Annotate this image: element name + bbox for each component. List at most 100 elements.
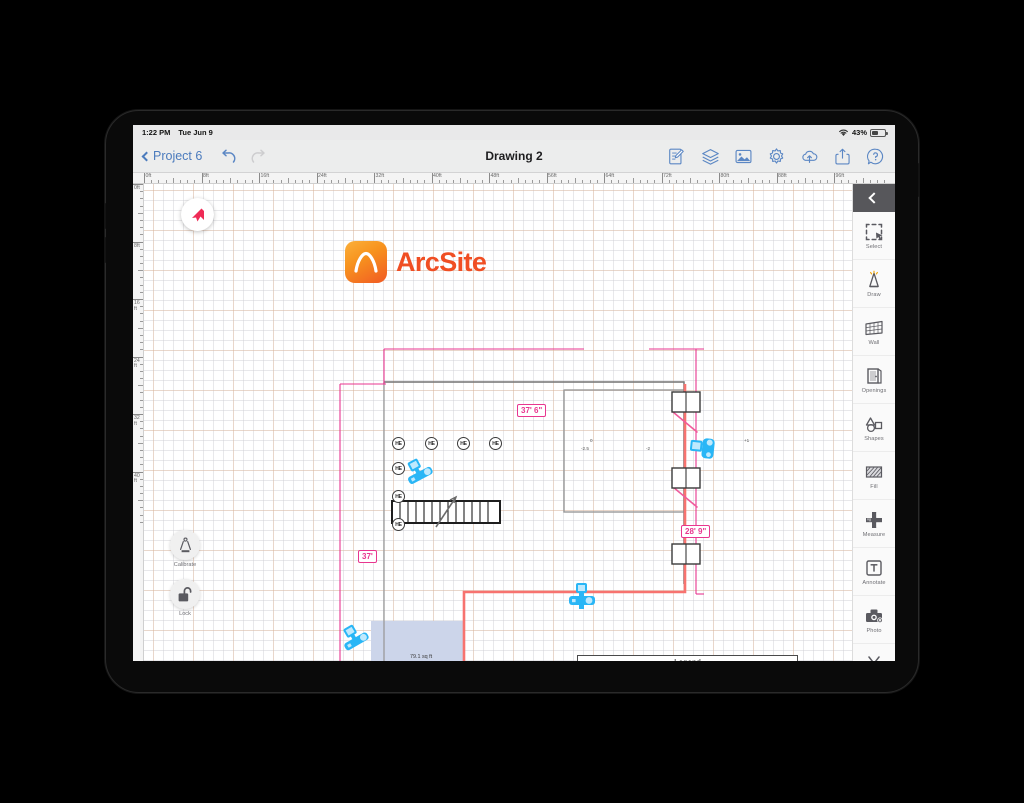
sump-pump-symbol[interactable] [335,618,374,656]
helical-pier-marker[interactable]: HE [392,490,405,503]
volume-down-button[interactable] [104,237,106,263]
ruler-minor-tick [139,306,143,308]
ruler-minor-tick [481,179,483,183]
ruler-major-tick [834,173,835,183]
ruler-minor-tick [826,179,828,183]
dimension-label-width[interactable]: 37' 6" [517,404,547,417]
back-to-project-button[interactable]: Project 6 [141,149,203,163]
dimension-label-height[interactable]: 28' 9" [681,525,711,538]
ruler-minor-tick [139,227,143,229]
ruler-minor-tick [503,179,505,183]
ruler-minor-tick [819,179,821,183]
tool-select[interactable]: Select [853,212,895,260]
helical-pier-marker[interactable]: HE [392,437,405,450]
ruler-major-tick [604,173,605,183]
share-icon[interactable] [833,147,852,166]
calibrate-button[interactable]: Calibrate [170,530,200,568]
ruler-minor-tick [366,179,368,183]
collapse-rail-button[interactable] [853,184,895,212]
ruler-minor-tick [424,179,426,183]
ruler-minor-tick [139,493,143,495]
lock-button[interactable]: Lock [170,579,200,617]
arcsite-watermark: ArcSite [345,241,487,283]
helical-pier-marker[interactable]: HE [489,437,502,450]
ruler-major-tick [133,471,143,473]
tool-photo[interactable]: Photo [853,596,895,644]
ruler-label: 48ft [490,173,500,179]
helical-pier-marker[interactable]: HE [457,437,470,450]
tool-shapes[interactable]: Shapes [853,404,895,452]
dimension-label-left[interactable]: 37' [358,550,377,563]
ruler-minor-tick [294,179,296,183]
tool-wall[interactable]: Wall [853,308,895,356]
ruler-minor-tick [139,370,143,372]
padlock-open-icon [178,586,192,601]
ruler-minor-tick [165,179,167,183]
tool-annotate[interactable]: Annotate [853,548,895,596]
layers-icon[interactable] [701,147,720,166]
power-button[interactable] [918,163,920,197]
sump-pump-symbol[interactable] [687,435,720,464]
ruler-minor-tick [747,178,749,183]
undo-arrow-icon[interactable] [220,149,237,164]
help-icon[interactable] [866,147,885,166]
tool-fill[interactable]: Fill [853,452,895,500]
tool-measure[interactable]: Measure [853,500,895,548]
tool-openings[interactable]: Openings [853,356,895,404]
ruler-minor-tick [139,198,143,200]
image-icon[interactable] [734,147,753,166]
scissors-edit-icon [868,655,880,661]
ruler-minor-tick [381,179,383,183]
ruler-minor-tick [138,327,143,329]
ruler-minor-tick [589,179,591,183]
ruler-minor-tick [884,179,886,183]
ruler-minor-tick [409,179,411,183]
ruler-minor-tick [139,334,143,336]
helical-pier-marker[interactable]: HE [392,518,405,531]
ruler-minor-tick [139,392,143,394]
ruler-minor-tick [139,191,143,193]
sump-pump-symbol[interactable] [568,582,596,612]
helical-pier-marker[interactable]: HE [425,437,438,450]
ruler-minor-tick [560,179,562,183]
ruler-minor-tick [402,178,404,183]
ruler-minor-tick [841,179,843,183]
ruler-minor-tick [862,178,864,183]
ruler-minor-tick [158,179,160,183]
ruler-minor-tick [138,385,143,387]
tool-draw[interactable]: Draw [853,260,895,308]
calibrate-button-circle[interactable] [170,530,200,560]
lock-button-circle[interactable] [170,579,200,609]
ruler-label: 0ft [134,185,140,191]
arcsite-logo-icon [345,241,387,283]
helical-pier-marker[interactable]: HE [392,462,405,475]
drawing-canvas[interactable]: ArcSite [144,184,852,661]
tool-edit[interactable]: Edit [853,644,895,661]
volume-up-button[interactable] [104,203,106,229]
ruler-minor-tick [575,178,577,183]
sump-pump-symbol[interactable] [399,452,438,489]
ruler-minor-tick [208,179,210,183]
back-button-label: Project 6 [153,149,203,163]
ruler-minor-tick [139,277,143,279]
gear-icon[interactable] [767,147,786,166]
window-opening [671,467,701,489]
floor-plan-drawing[interactable] [144,184,852,661]
ruler-minor-tick [625,179,627,183]
legend-panel[interactable]: Legend Crack Injection HE [577,655,798,661]
ruler-minor-tick [647,179,649,183]
ruler-minor-tick [711,179,713,183]
ruler-minor-tick [230,178,232,183]
ruler-minor-tick [151,179,153,183]
ruler-minor-tick [726,179,728,183]
form-edit-icon[interactable] [668,147,687,166]
ruler-major-tick [719,173,720,183]
tool-label: Fill [870,483,878,490]
ruler-minor-tick [139,485,143,487]
ruler-minor-tick [460,178,462,183]
arrow-pointer-button[interactable] [181,198,214,231]
ruler-minor-tick [139,428,143,430]
cloud-upload-icon[interactable] [800,147,819,166]
